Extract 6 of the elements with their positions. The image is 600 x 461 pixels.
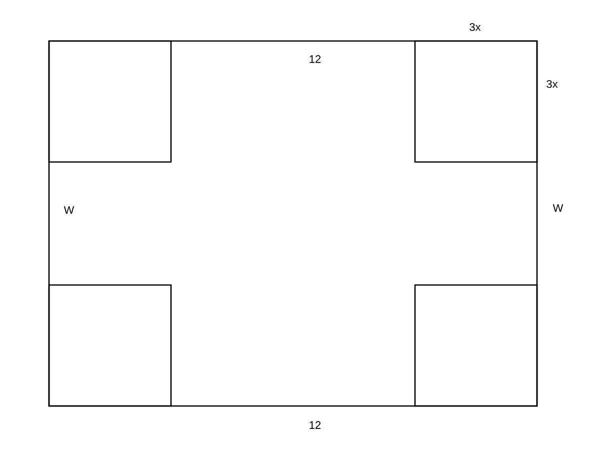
dimension-label: 12 xyxy=(310,421,321,429)
dimension-label: 3x xyxy=(546,80,558,88)
dimension-label: 3x xyxy=(470,23,481,31)
dimension-label: W xyxy=(64,206,74,214)
dimension-label: W xyxy=(552,204,564,212)
dimension-label: 12 xyxy=(310,55,321,63)
